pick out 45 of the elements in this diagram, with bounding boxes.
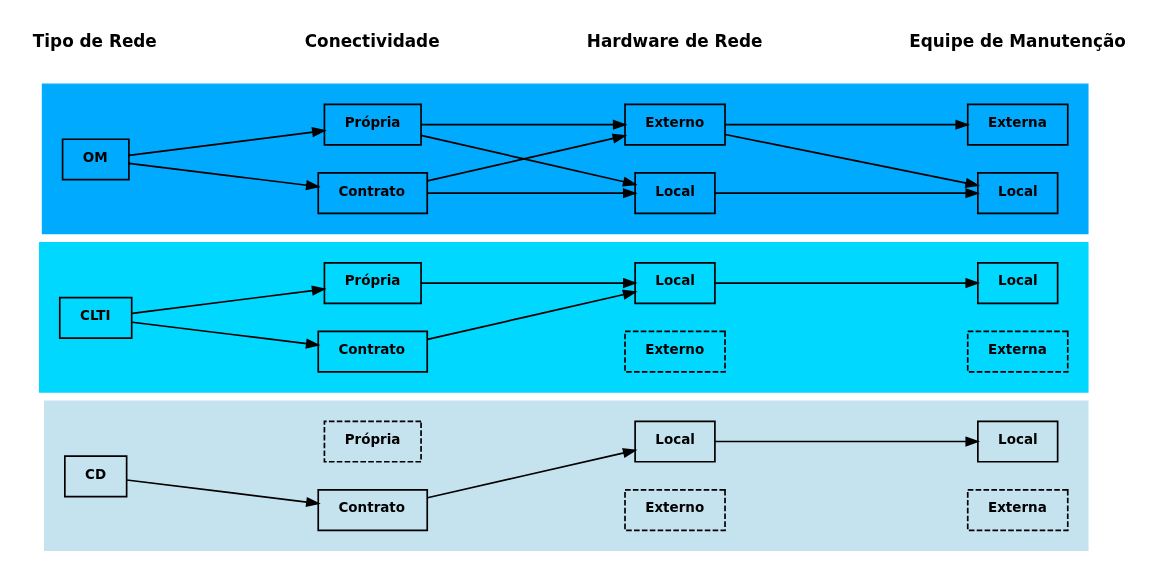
arrow xyxy=(131,320,321,349)
arrow xyxy=(724,133,981,188)
node-box: Externa xyxy=(966,488,1069,531)
cluster xyxy=(39,241,1089,393)
node-box: Local xyxy=(634,419,716,463)
node-box: Local xyxy=(634,171,716,214)
label: Equipe de Manutenção xyxy=(909,30,1126,51)
arrow xyxy=(714,187,981,198)
node-box: Contrato xyxy=(317,171,429,214)
arrow xyxy=(128,126,327,156)
arrow xyxy=(128,162,321,190)
node-box: Própria xyxy=(323,419,422,463)
node-box: Externa xyxy=(966,103,1069,146)
arrow xyxy=(426,289,638,340)
node-box: Local xyxy=(977,419,1059,463)
label: Conectividade xyxy=(304,30,440,51)
arrow xyxy=(426,187,638,198)
node-box: Externo xyxy=(624,488,726,531)
node-box: CLTI xyxy=(58,296,133,339)
arrow xyxy=(724,119,971,130)
node-box: Local xyxy=(977,261,1059,304)
node-box: OM xyxy=(61,137,130,181)
label: Hardware de Rede xyxy=(586,30,763,51)
node-box: Contrato xyxy=(317,330,429,373)
arrow xyxy=(420,119,628,130)
node-box: CD xyxy=(64,454,128,497)
arrow xyxy=(420,134,638,187)
arrow xyxy=(714,277,981,288)
label: Tipo de Rede xyxy=(32,30,157,51)
node-box: Própria xyxy=(323,103,422,146)
cluster xyxy=(41,83,1089,234)
node-box: Local xyxy=(634,261,716,304)
arrow xyxy=(714,435,981,447)
node-box: Externa xyxy=(966,330,1069,373)
arrow xyxy=(131,285,327,314)
arrow xyxy=(420,277,638,288)
cluster xyxy=(44,400,1089,551)
arrow xyxy=(125,478,321,507)
arrow xyxy=(426,133,628,182)
node-box: Local xyxy=(977,171,1059,214)
node-box: Externo xyxy=(624,103,726,146)
node-box: Externo xyxy=(624,330,726,373)
arrow xyxy=(426,447,638,499)
node-box: Própria xyxy=(323,261,422,304)
node-box: Contrato xyxy=(317,488,429,531)
